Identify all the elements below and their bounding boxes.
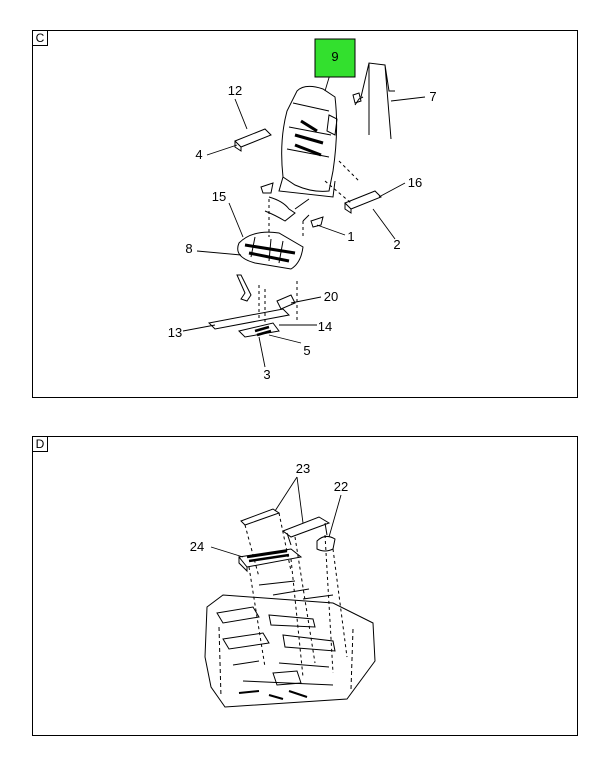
fasteners	[258, 580, 334, 600]
callout-7[interactable]: 7	[429, 89, 436, 104]
seat-exploded-diagram: 9 12 7 4 16 15 1 8 2 20 13 14 5 3	[168, 38, 437, 382]
callout-4[interactable]: 4	[195, 147, 202, 162]
assembly-lines-d	[244, 512, 348, 678]
callout-20[interactable]: 20	[324, 289, 338, 304]
seat-cushion	[237, 231, 304, 270]
callout-15[interactable]: 15	[212, 189, 226, 204]
callout-2[interactable]: 2	[393, 237, 400, 252]
callout-12[interactable]: 12	[228, 83, 242, 98]
panel-c-tag: C	[32, 30, 48, 46]
callout-22[interactable]: 22	[334, 479, 348, 494]
seat-base	[207, 274, 296, 338]
callout-1[interactable]: 1	[347, 229, 354, 244]
callout-9-highlight[interactable]	[314, 38, 356, 78]
callout-13[interactable]: 13	[168, 325, 182, 340]
panel-d-tag: D	[32, 436, 48, 452]
floor-pan	[204, 594, 376, 708]
callout-16[interactable]: 16	[408, 175, 422, 190]
callout-24[interactable]: 24	[190, 539, 204, 554]
left-armrest	[234, 128, 272, 152]
step-pad	[238, 548, 303, 573]
callout-14[interactable]: 14	[318, 319, 332, 334]
headrest-frame	[352, 62, 395, 140]
callout-5[interactable]: 5	[303, 343, 310, 358]
callout-8[interactable]: 8	[185, 241, 192, 256]
seat-brackets	[260, 182, 324, 228]
panel-c: C	[32, 30, 578, 398]
callout-3[interactable]: 3	[263, 367, 270, 382]
assembly-lines	[258, 160, 360, 325]
callout-23[interactable]: 23	[296, 461, 310, 476]
seat-backrest	[278, 85, 338, 198]
floor-trim-diagram: 23 22 24	[190, 461, 376, 708]
right-armrest	[344, 190, 382, 214]
trim-pieces	[240, 508, 331, 546]
panel-d: D	[32, 436, 578, 736]
callout-9[interactable]: 9	[331, 49, 338, 64]
